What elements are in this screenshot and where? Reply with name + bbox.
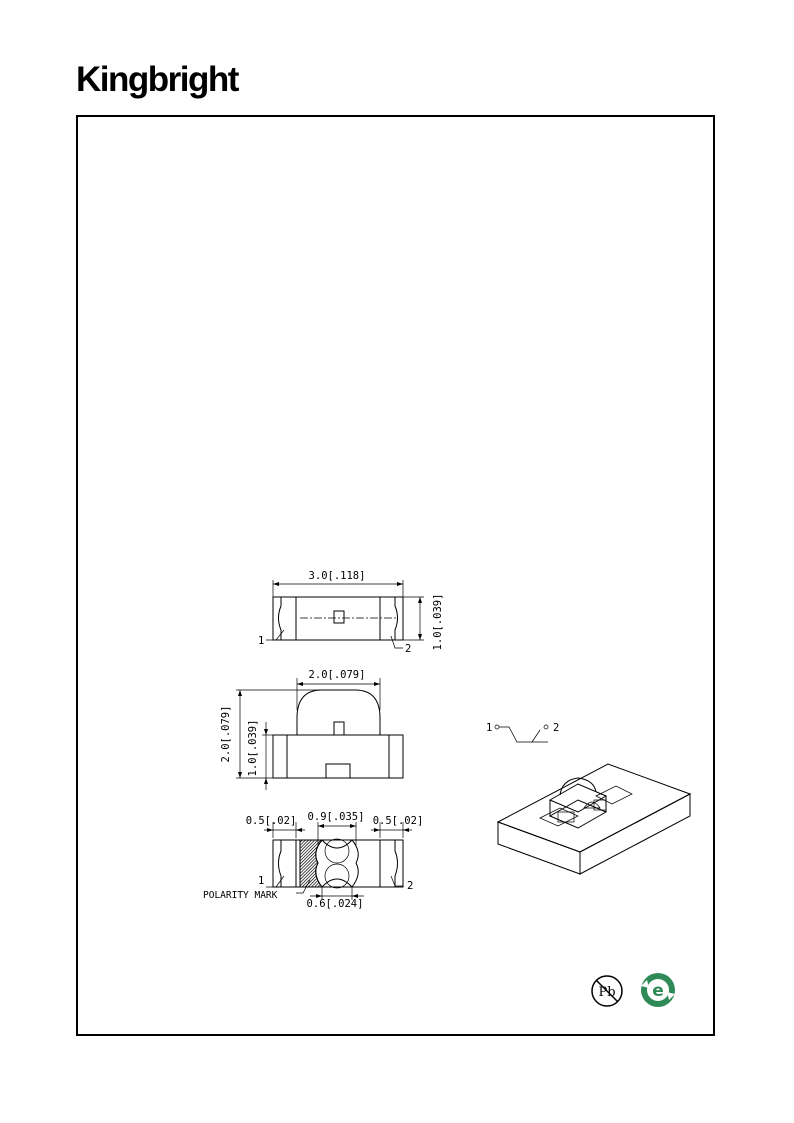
brand-logo: Kingbright [76, 60, 239, 99]
top-pin1-label: 1 [258, 635, 264, 647]
pb-badge-text: Pb [598, 985, 615, 1000]
side-view: 2.0[.079] 2.0[.079] 1.0[.039] [220, 669, 404, 790]
dim-top-width: 3.0[.118] [309, 570, 366, 582]
schematic-symbol: 1 2 [486, 722, 559, 743]
bottom-view: 0.5[.02] 0.9[.035] 0.5[.02] 0.6[.024] [203, 811, 423, 910]
e-badge-text: e [652, 981, 664, 1001]
dim-side-total-height: 2.0[.079] [220, 706, 232, 763]
polarity-mark-label: POLARITY MARK [203, 890, 278, 901]
isometric-view [496, 763, 692, 875]
dim-side-body-height: 1.0[.039] [247, 720, 259, 777]
dim-bottom-left-pad: 0.5[.02] [246, 815, 297, 827]
dim-side-dome-width: 2.0[.079] [309, 669, 366, 681]
bottom-pin1-label: 1 [258, 875, 264, 887]
bottom-pin2-label: 2 [407, 880, 413, 892]
schematic-pin1: 1 [486, 722, 492, 734]
pb-free-icon: Pb [591, 975, 623, 1007]
dim-bottom-right-pad: 0.5[.02] [373, 815, 424, 827]
drawing-frame [76, 115, 715, 1036]
dim-bottom-center: 0.9[.035] [308, 811, 365, 823]
dim-top-height: 1.0[.039] [432, 594, 444, 651]
top-view: 3.0[.118] 1.0[.039] 1 2 [258, 570, 444, 655]
rohs-e-icon: e [641, 973, 675, 1007]
schematic-pin2: 2 [553, 722, 559, 734]
top-pin2-label: 2 [405, 643, 411, 655]
dim-bottom-gap: 0.6[.024] [307, 898, 364, 910]
